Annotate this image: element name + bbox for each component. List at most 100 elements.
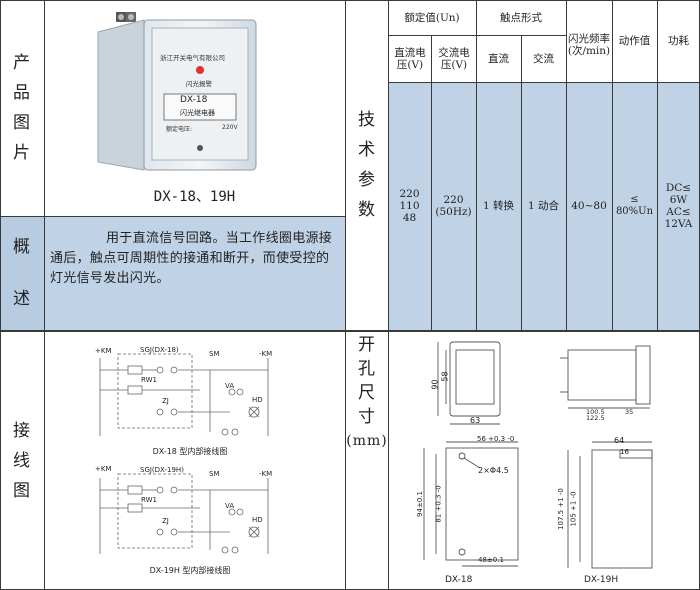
label-char: 产 [13,53,31,73]
dx19h-depth1b: 122.5 [586,414,605,422]
value-dc-voltage: 220 110 48 [388,82,431,330]
label-char: 图 [13,481,31,501]
wiring1-sm: SM [209,350,220,358]
wiring1-va: VA [225,382,235,390]
value-flash-freq: 40~80 [571,200,607,212]
dx19h-side-drawing [560,345,651,409]
header-contacts: 触点形式 [500,11,542,24]
label-char: 线 [13,451,31,471]
wiring1-box: SGJ(DX-18) [140,346,179,354]
label-unit: (mm) [346,433,388,449]
label-wiring: 接 线 图 [0,332,44,590]
header-action: 动作值 [618,35,651,47]
value-ac-contact: 1 动合 [527,200,560,212]
dx18-hole-width: 56 +0.3 -0 [477,435,515,443]
device-voltage-label: 额定电压: [166,126,193,133]
device-model: DX-18 [180,95,208,105]
label-char: 接 [13,421,31,441]
dx18-caption: DX-18 [445,575,473,585]
value-ac-voltage: 220 (50Hz) [431,82,476,330]
wiring-diagram-dx19h [99,473,269,554]
table-line [0,216,345,217]
table-line [0,0,1,590]
wiring2-zj: ZJ [162,517,169,525]
table-line [388,35,566,36]
value-line: (50Hz) [435,206,472,218]
overview-text: 用于直流信号回路。当工作线圈电源接通后，触点可周期性的接通和断开，而使受控的灯光… [50,231,333,286]
dx19h-width: 64 [614,436,625,445]
device-voltage-value: 220V [222,124,238,131]
value-line: 220 [443,194,464,206]
label-char: 图 [13,113,31,133]
label-char: 概 [13,237,31,257]
label-char: 寸 [358,407,376,427]
header-flash-freq: 闪光频率(次/min) [567,33,611,57]
subheader-ac: 交流 [533,52,554,65]
wiring2-sm: SM [209,470,220,478]
value-line: 6W [669,194,688,206]
value-dc-contact: 1 转换 [482,200,515,212]
dx18-front-drawing [437,341,501,425]
table-line [0,330,700,332]
wiring-diagram-dx18 [99,353,269,436]
wiring1-zj: ZJ [162,397,169,405]
dx18-h-outer: 94±0.1 [415,491,424,517]
dx19h-caption: DX-19H [584,575,619,585]
table-line [388,82,700,83]
label-char: 参 [358,170,376,190]
value-line: DC≤ [665,182,692,194]
dx19h-depth1: 100.5 [586,408,605,416]
wiring2-plus: +KM [95,465,112,473]
tech-label: 技 术 参 数 [346,0,388,330]
value-line: 12VA [664,218,693,230]
wiring1-plus: +KM [95,347,112,355]
cutout-label: 开 孔 尺 寸 (mm) [346,335,388,449]
label-char: 开 [358,335,376,355]
table-line [476,0,477,330]
wiring1-rw: RW1 [141,376,157,384]
subheader-dc-voltage: 直流电压(V) [394,46,426,71]
table-line [521,35,522,330]
dx19h-inner: 16 [620,448,629,456]
value-line: ≤ [630,194,639,205]
label-char: 孔 [358,359,376,379]
value-line: 220 [399,188,420,200]
value-line: 48 [402,212,417,224]
wiring1-hd: HD [252,396,263,404]
dx19h-depth2: 35 [625,408,634,416]
dx18-h-inner: 81 +0.3 -0 [434,485,443,523]
device-name: 闪光继电器 [180,109,215,117]
table-line [431,35,432,330]
overview-left-strip [0,216,44,330]
label-char: 数 [358,200,376,220]
wiring2-box: SGJ(DX-19H) [140,466,184,474]
dx18-cutout-drawing [423,441,519,567]
label-char: 品 [13,83,31,103]
table-line [388,0,389,590]
table-line [44,0,45,590]
label-char: 尺 [358,383,376,403]
label-overview: 概 述 [0,216,44,330]
table-line [345,0,346,590]
label-product-image: 产 品 图 片 [0,0,44,216]
label-char: 述 [13,289,31,309]
label-char: 技 [358,110,376,130]
wiring2-minus: -KM [259,470,273,478]
subheader-ac-voltage: 交流电压(V) [438,46,470,71]
subheader-dc: 直流 [488,52,509,65]
value-line: 110 [399,200,420,212]
product-photo [92,10,272,180]
value-action: ≤ 80%Un [612,82,657,330]
relay-device-image [97,12,257,171]
table-line [0,0,700,1]
label-char: 术 [358,140,376,160]
dx18-height: 90 [430,379,440,390]
dx18-inner: 58 [440,371,450,382]
dx19h-cutout-drawing [567,441,653,569]
product-caption: DX-18、19H [153,189,236,205]
wiring2-caption: DX-19H 型内部接线图 [149,566,231,575]
dx18-width: 63 [470,416,481,425]
dx19h-h2: 105 +1 -0 [569,491,578,527]
header-rated: 额定值(Un) [404,11,460,24]
value-line: 80%Un [615,206,654,217]
